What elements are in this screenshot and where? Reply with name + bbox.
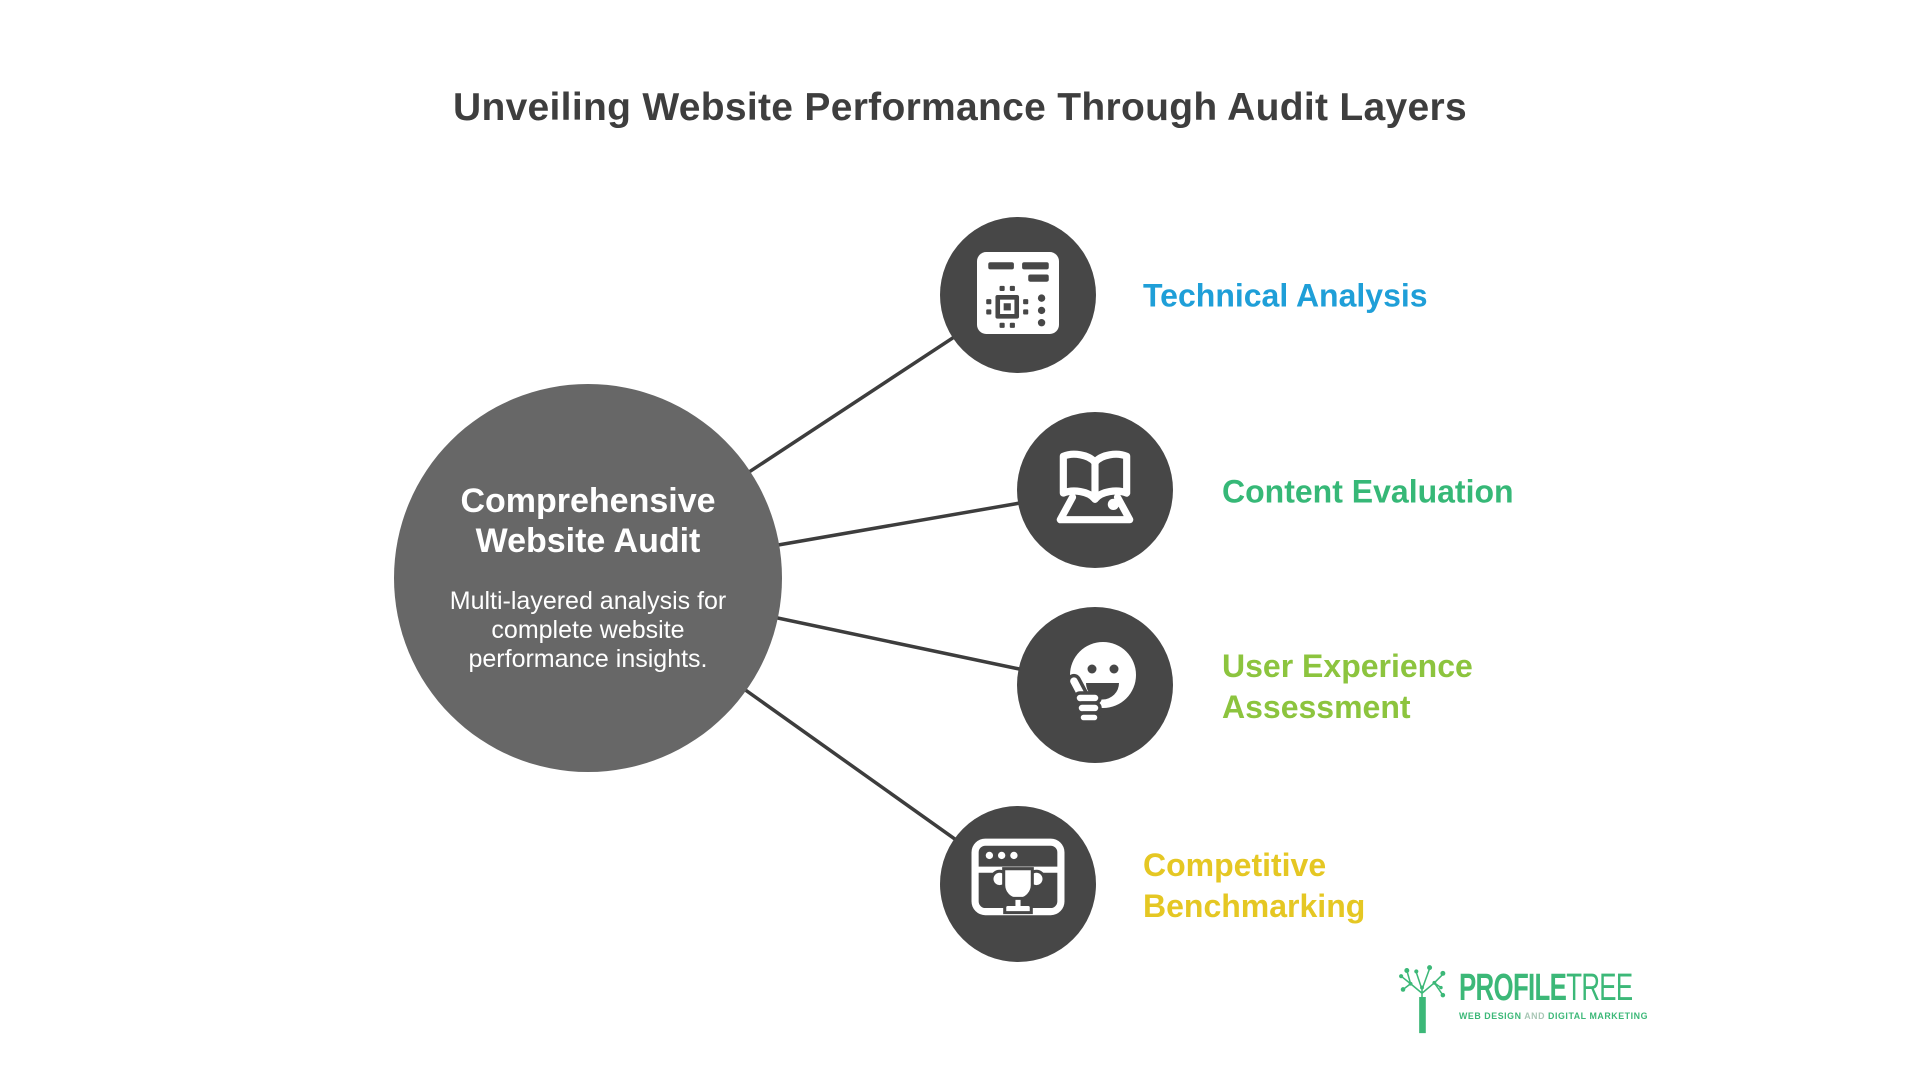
node-circle-competitive — [940, 806, 1096, 962]
logo-wordmark: PROFILETREE — [1459, 967, 1633, 1009]
central-heading: Comprehensive Website Audit — [460, 481, 716, 560]
node-circle-content — [1017, 412, 1173, 568]
logo-tagline-marketing: DIGITAL MARKETING — [1545, 1011, 1649, 1022]
node-circle-ux — [1017, 607, 1173, 763]
node-circle-technical — [940, 217, 1096, 373]
label-content-evaluation: Content Evaluation — [1222, 473, 1514, 510]
label-user-experience-assessment: User Experience Assessment — [1222, 648, 1473, 725]
central-audit-circle: Comprehensive Website Audit Multi-layere… — [394, 384, 782, 772]
smiley-thumbs-up-icon — [1045, 633, 1145, 738]
label-competitive-benchmarking: Competitive Benchmarking — [1143, 847, 1366, 924]
logo-tagline-webdesign: WEB DESIGN — [1459, 1011, 1525, 1022]
label-technical-analysis: Technical Analysis — [1143, 277, 1428, 314]
page-title: Unveiling Website Performance Through Au… — [452, 86, 1467, 129]
browser-trophy-icon — [971, 838, 1065, 931]
central-description: Multi-layered analysis for complete webs… — [449, 587, 727, 674]
logo-wordmark-tree: TREE — [1566, 967, 1633, 1009]
logo-tagline-and: AND — [1524, 1011, 1546, 1022]
logo-tagline: WEB DESIGN AND DIGITAL MARKETING — [1459, 1011, 1696, 1022]
logo-wordmark-profile: PROFILE — [1459, 967, 1567, 1009]
open-book-icon — [1048, 446, 1142, 535]
profiletree-logo: PROFILETREE WEB DESIGN AND DIGITAL MARKE… — [1393, 961, 1714, 1040]
technical-audit-icon — [977, 251, 1059, 339]
profiletree-tree-icon — [1393, 961, 1451, 1040]
